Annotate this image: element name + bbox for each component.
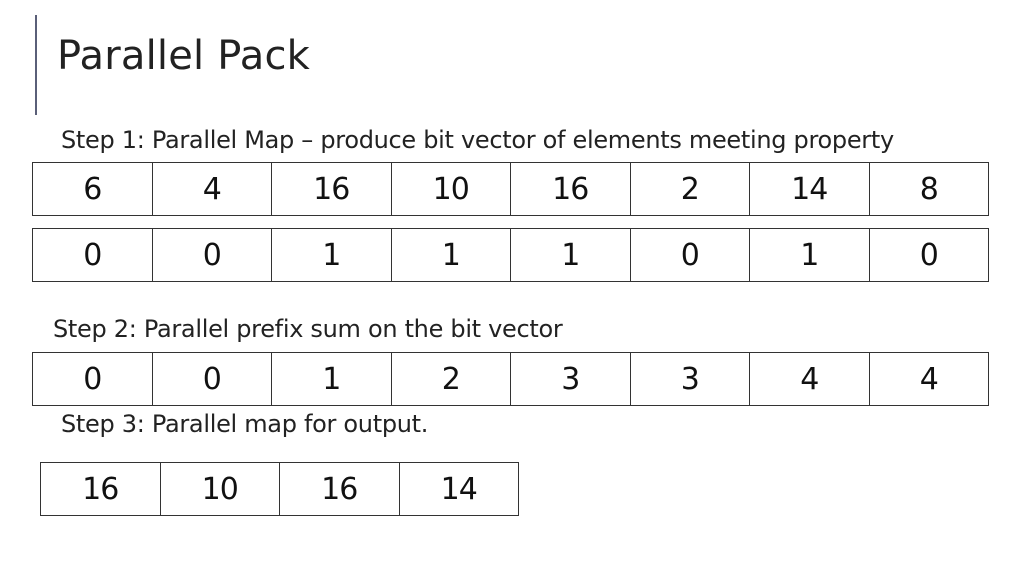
array-cell: 3 bbox=[631, 353, 750, 405]
array-cell: 1 bbox=[392, 229, 511, 281]
slide-title: Parallel Pack bbox=[57, 33, 311, 79]
array-cell: 4 bbox=[750, 353, 870, 405]
array-cell: 2 bbox=[631, 163, 750, 215]
array-cell: 1 bbox=[750, 229, 870, 281]
step-1-label: Step 1: Parallel Map – produce bit vecto… bbox=[61, 126, 894, 154]
array-cell: 0 bbox=[153, 229, 272, 281]
array-cell: 0 bbox=[33, 353, 153, 405]
step-2-label: Step 2: Parallel prefix sum on the bit v… bbox=[53, 315, 563, 343]
array-cell: 14 bbox=[400, 463, 519, 515]
array-cell: 4 bbox=[153, 163, 272, 215]
array-cell: 0 bbox=[870, 229, 989, 281]
array-cell: 3 bbox=[511, 353, 631, 405]
array-cell: 8 bbox=[870, 163, 989, 215]
array-cell: 10 bbox=[161, 463, 280, 515]
step-3-label: Step 3: Parallel map for output. bbox=[61, 410, 429, 438]
array-cell: 10 bbox=[392, 163, 511, 215]
array-cell: 0 bbox=[153, 353, 272, 405]
array-cell: 1 bbox=[272, 353, 392, 405]
array-cell: 0 bbox=[33, 229, 153, 281]
array-cell: 4 bbox=[870, 353, 989, 405]
array-cell: 2 bbox=[392, 353, 511, 405]
array-cell: 0 bbox=[631, 229, 750, 281]
array-cell: 16 bbox=[41, 463, 161, 515]
array-cell: 16 bbox=[511, 163, 631, 215]
array-cell: 16 bbox=[280, 463, 400, 515]
array-cell: 6 bbox=[33, 163, 153, 215]
array-cell: 14 bbox=[750, 163, 870, 215]
title-accent-bar bbox=[35, 15, 37, 115]
array-cell: 1 bbox=[272, 229, 392, 281]
array-cell: 1 bbox=[511, 229, 631, 281]
array-cell: 16 bbox=[272, 163, 392, 215]
